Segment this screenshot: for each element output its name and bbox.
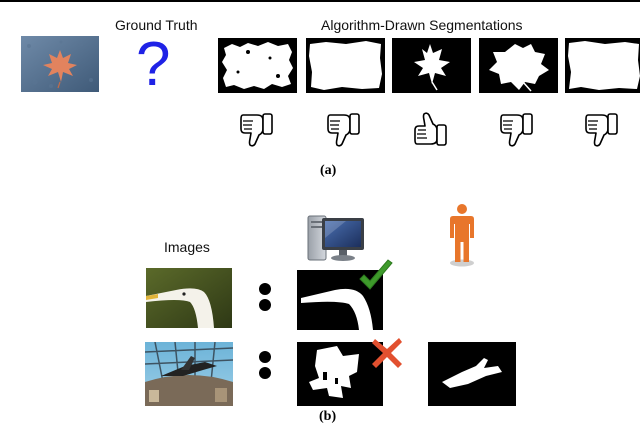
thumbs-down-icon (327, 113, 360, 147)
segmentation-4 (479, 38, 558, 93)
person-icon (450, 204, 474, 267)
question-mark: ? (136, 30, 171, 99)
segmentation-5 (565, 38, 640, 93)
segmentation-1 (218, 38, 297, 93)
airplane-segmentation-bad (297, 342, 383, 406)
segmentation-3 (392, 38, 471, 93)
airplane-segmentation-good (428, 342, 516, 406)
airplane-photo (145, 342, 233, 406)
thumbs-up-icon (414, 112, 447, 146)
egret-photo (146, 268, 232, 328)
caption-a: (a) (320, 163, 337, 178)
images-label: Images (164, 239, 210, 255)
thumbs-down-icon (585, 113, 618, 147)
check-mark-icon (359, 259, 393, 290)
leaf-photo (21, 36, 99, 92)
ground-truth-label: Ground Truth (115, 17, 198, 33)
segmentations-label: Algorithm-Drawn Segmentations (321, 17, 523, 33)
thumbs-down-icon (240, 113, 273, 147)
thumbs-down-icon (500, 113, 533, 147)
top-rule (0, 0, 640, 2)
computer-icon (307, 215, 364, 261)
cross-mark-icon (372, 338, 402, 368)
segmentation-2 (306, 38, 385, 93)
caption-b: (b) (319, 409, 337, 424)
